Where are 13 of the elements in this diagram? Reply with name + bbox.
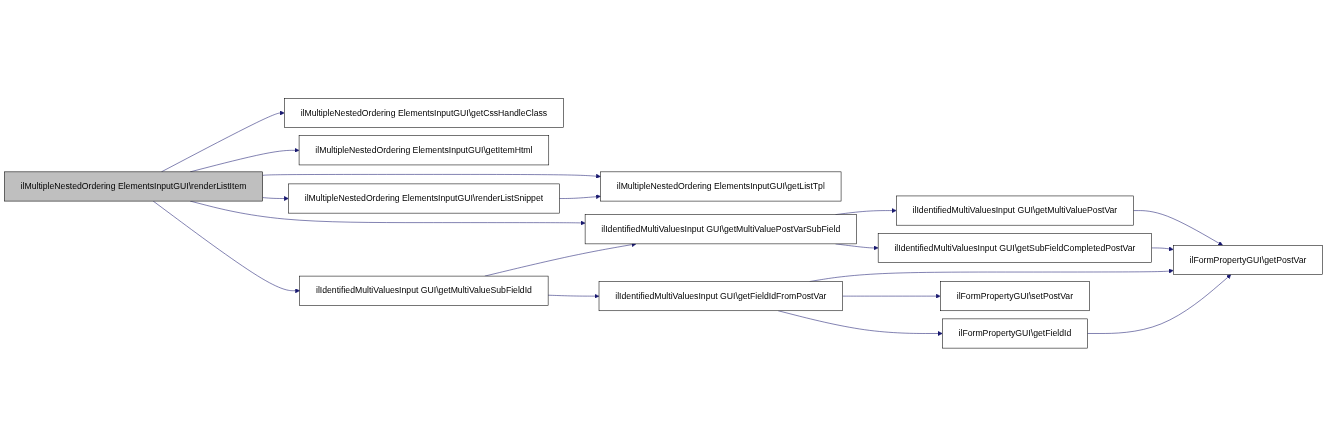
node-box: ilFormPropertyGUI\getFieldId (942, 318, 1088, 349)
node-box: ilIdentifiedMultiValuesInput GUI\getMultiValuePostVarSubField (584, 214, 857, 244)
node-box: ilIdentifiedMultiValuesInput GUI\getMultiValuePostVar (896, 195, 1134, 226)
node-box: ilIdentifiedMultiValuesInput GUI\getFieldIdFromPostVar (598, 281, 843, 311)
node-box: ilFormPropertyGUI\setPostVar (940, 281, 1090, 311)
node-box: ilIdentifiedMultiValuesInput GUI\getMultiValueSubFieldId (299, 275, 549, 306)
node-box: ilMultipleNestedOrdering ElementsInputGUI\renderListSnippet (288, 183, 560, 214)
node-box: ilMultipleNestedOrdering ElementsInputGUI\getItemHtml (298, 135, 550, 165)
node-box: ilMultipleNestedOrdering ElementsInputGUI\getCssHandleClass (284, 97, 564, 128)
node-box: ilIdentifiedMultiValuesInput GUI\getSubFieldCompletedPostVar (877, 232, 1152, 263)
node-box: ilFormPropertyGUI\getPostVar (1173, 244, 1323, 275)
node-box: ilMultipleNestedOrdering ElementsInputGUI\renderListItem (4, 171, 263, 202)
node-box: ilMultipleNestedOrdering ElementsInputGUI\getListTpl (600, 171, 842, 202)
